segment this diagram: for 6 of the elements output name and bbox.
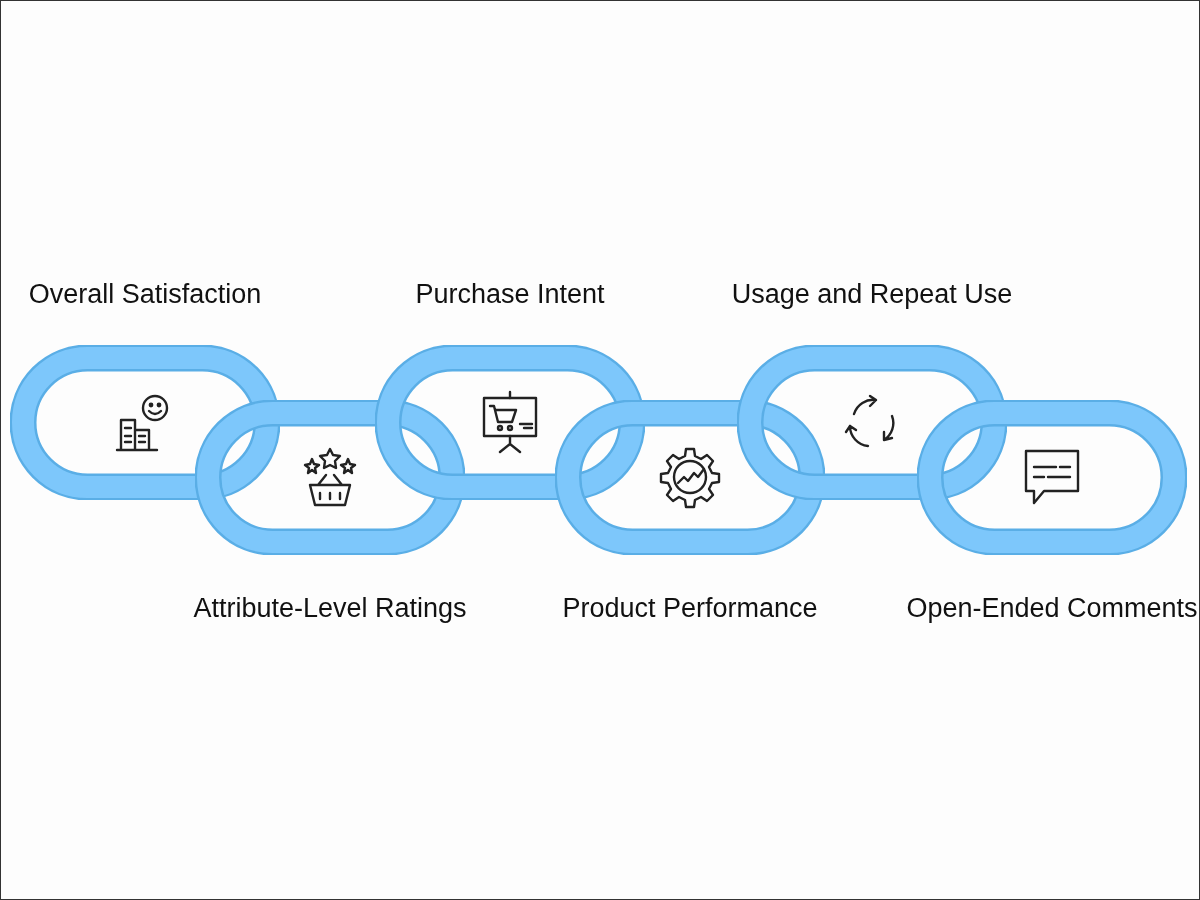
link-label: Open-Ended Comments [905, 592, 1199, 625]
link-label: Usage and Repeat Use [730, 278, 1014, 311]
link-label: Product Performance [561, 592, 819, 625]
link-label: Purchase Intent [414, 278, 606, 311]
link-label: Overall Satisfaction [27, 278, 263, 311]
link-label: Attribute-Level Ratings [192, 592, 468, 625]
